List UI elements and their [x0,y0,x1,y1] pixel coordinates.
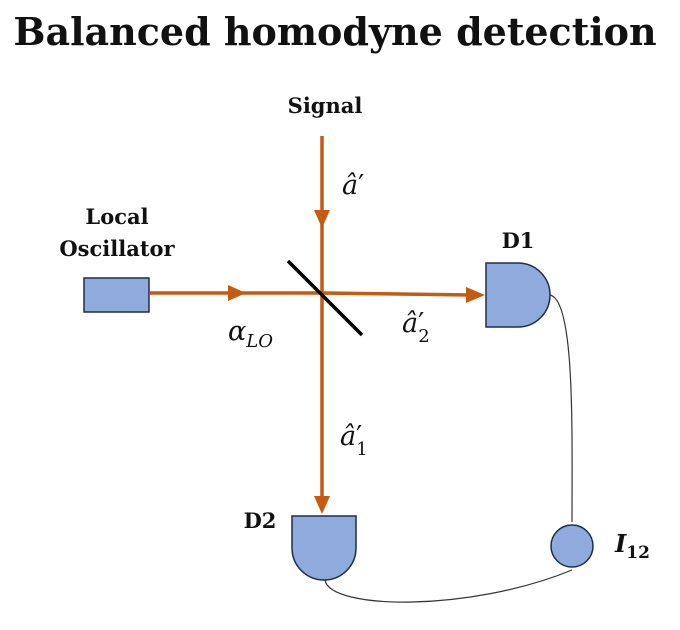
photocurrent-symbol: I [614,529,627,558]
lo-beam-arrowhead [228,285,246,301]
lo-amplitude-label: αLO [228,316,273,352]
detector-d1 [485,262,551,328]
output-mode-2-subscript: 2 [418,326,429,347]
lo-amplitude-subscript: LO [245,331,273,352]
detector-d1-label: D1 [502,228,535,253]
lo-amplitude-symbol: α [228,316,246,347]
output-mode-1-prime: ′ [356,421,362,452]
photocurrent-label: I12 [614,529,650,563]
signal-mode-symbol: â [342,170,358,201]
output-mode-2-symbol: â [402,308,418,339]
signal-beam-arrowhead [314,210,330,228]
signal-mode-prime: ′ [358,170,364,201]
diagram-title: Balanced homodyne detection [13,9,656,54]
local-oscillator-label-line1: Local [85,204,148,229]
signal-label: Signal [288,93,363,118]
photocurrent-subscript: 12 [626,543,650,563]
detector-d2 [291,515,357,581]
output-mode-1-symbol: â [340,421,356,452]
detector-d2-label: D2 [244,508,277,533]
output-beam-to-d1 [321,291,471,297]
output-beam-to-d2-arrowhead [314,496,330,514]
output-mode-1-label: â′1 [340,421,368,460]
local-oscillator-label-line2: Oscillator [59,236,175,261]
local-oscillator-box [83,277,150,313]
wire-d2-to-current [324,569,573,603]
beam-splitter [286,259,364,337]
current-meter [550,524,594,568]
output-mode-1-subscript: 1 [356,439,367,460]
signal-mode-label: â′ [342,170,364,201]
wire-d1-to-current [549,294,573,523]
output-beam-to-d1-arrowhead [466,287,485,303]
output-mode-2-prime: ′ [418,308,424,339]
output-mode-2-label: â′2 [402,308,430,347]
